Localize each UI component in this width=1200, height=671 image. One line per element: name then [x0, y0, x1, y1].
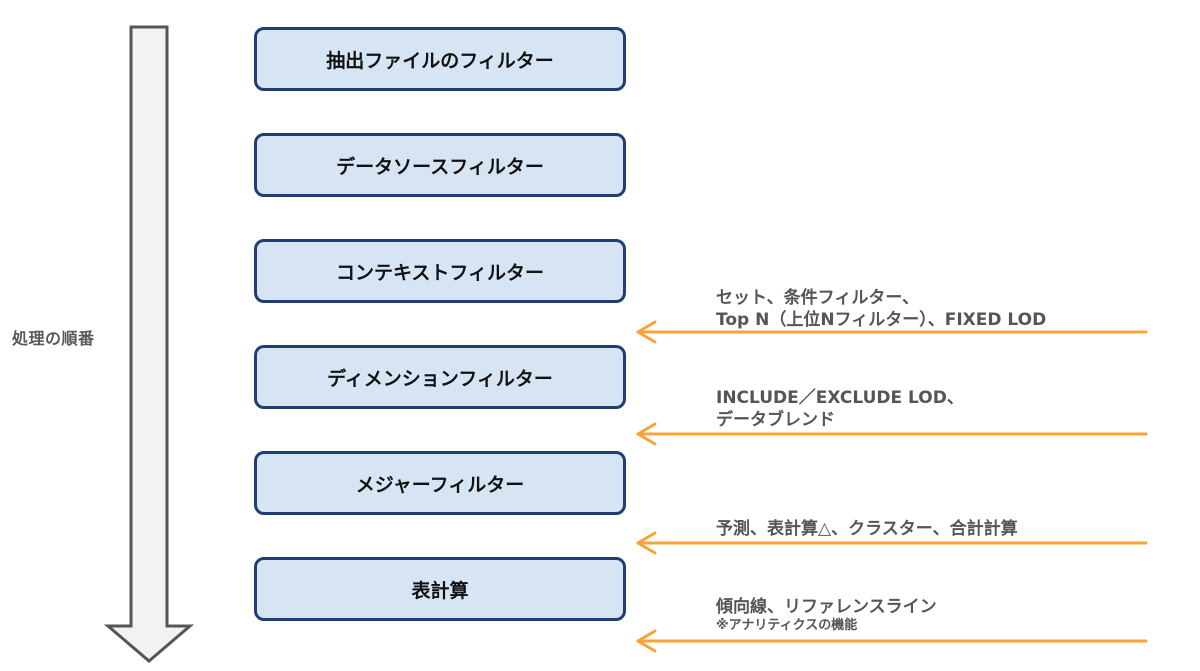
note-trend-reference: 傾向線、リファレンスライン ※アナリティクスの機能	[716, 596, 937, 634]
note-arrow-1	[636, 320, 1148, 344]
note-set-condition-fixed: セット、条件フィルター、 Top N（上位Nフィルター）、FIXED LOD	[716, 287, 1046, 331]
note-2-line-2: データブレンド	[716, 410, 835, 430]
note-arrow-2	[636, 422, 1148, 446]
note-4-line-1: 傾向線、リファレンスライン	[716, 597, 937, 617]
step-data-source-filter: データソースフィルター	[254, 133, 626, 197]
note-3-line-1: 予測、表計算△、クラスター、合計計算	[716, 519, 1018, 539]
step-table-calculation: 表計算	[254, 557, 626, 621]
step-context-filter: コンテキストフィルター	[254, 239, 626, 303]
note-1-line-2: Top N（上位Nフィルター）、FIXED LOD	[716, 310, 1047, 330]
step-measure-filter: メジャーフィルター	[254, 451, 626, 515]
step-extract-filter: 抽出ファイルのフィルター	[254, 27, 626, 91]
note-arrow-3	[636, 531, 1148, 555]
processing-order-arrow	[103, 25, 195, 663]
note-arrow-4	[636, 629, 1148, 653]
step-dimension-filter: ディメンションフィルター	[254, 345, 626, 409]
note-4-line-2: ※アナリティクスの機能	[716, 618, 858, 633]
note-include-exclude-blend: INCLUDE／EXCLUDE LOD、 データブレンド	[716, 387, 964, 431]
note-2-line-1: INCLUDE／EXCLUDE LOD、	[716, 388, 964, 408]
processing-order-label: 処理の順番	[12, 329, 95, 348]
note-forecast-cluster: 予測、表計算△、クラスター、合計計算	[716, 518, 1018, 540]
note-1-line-1: セット、条件フィルター、	[716, 288, 920, 308]
